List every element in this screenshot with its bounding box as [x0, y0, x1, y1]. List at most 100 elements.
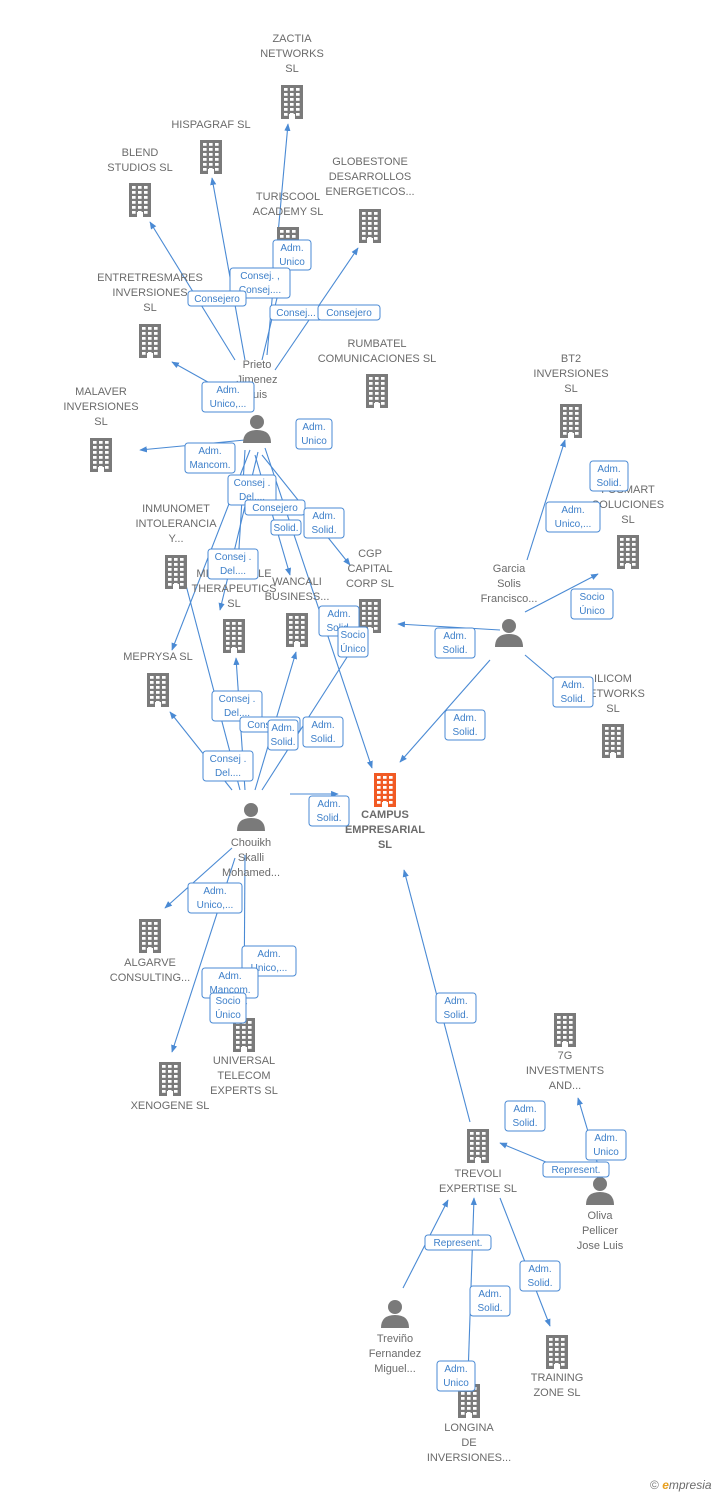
- relation-label-text: Adm.: [271, 723, 294, 734]
- company-node-xenogene[interactable]: XENOGENE SL: [131, 1062, 210, 1112]
- person-node-chouikh[interactable]: ChouikhSkalliMohamed...: [222, 803, 280, 879]
- company-node-ilicom[interactable]: ILICOM NETWORKS SL: [581, 673, 645, 758]
- relation-label-text: Solid.: [512, 1118, 537, 1129]
- node-label-line: Y...: [168, 533, 183, 545]
- building-icon: [554, 1013, 576, 1047]
- edge-24: [164, 847, 233, 909]
- node-label-line: CONSULTING...: [110, 972, 190, 984]
- company-node-meprysa[interactable]: MEPRYSA SL: [123, 651, 193, 707]
- relation-label-text: Solid.: [442, 645, 467, 656]
- building-icon: [602, 724, 624, 758]
- node-label-line: ILICOM: [594, 673, 632, 685]
- relation-label-text: Adm.: [198, 446, 221, 457]
- relation-label-text: Adm.: [513, 1104, 536, 1115]
- building-icon: [617, 535, 639, 569]
- relation-label: Adm.Unico,...: [201, 381, 255, 413]
- relation-label-text: Adm.: [561, 680, 584, 691]
- company-node-g7[interactable]: 7GINVESTMENTSAND...: [526, 1013, 604, 1092]
- company-node-algarve[interactable]: ALGARVECONSULTING...: [110, 919, 190, 984]
- node-label-line: SL: [564, 383, 577, 395]
- footer-brand[interactable]: © empresia: [650, 1478, 712, 1492]
- node-label-line: COMUNICACIONES SL: [318, 353, 437, 365]
- edge-13: [526, 439, 566, 561]
- node-label-line: Jose Luis: [577, 1240, 624, 1252]
- relation-label-text: Solid.: [527, 1278, 552, 1289]
- node-label-line: TURISCOOL: [256, 191, 320, 203]
- building-icon: [467, 1129, 489, 1163]
- person-icon: [586, 1177, 614, 1205]
- relation-label-text: Adm.: [478, 1289, 501, 1300]
- relation-label: Consej. ,Consej....: [229, 267, 291, 299]
- node-label-line: BUSINESS...: [265, 591, 330, 603]
- relation-label: Consej .Del....: [207, 548, 259, 580]
- node-label-line: MALAVER: [75, 386, 127, 398]
- node-label-line: WANCALI: [272, 576, 322, 588]
- company-node-fosmart[interactable]: FOSMARTSOLUCIONESSL: [592, 484, 664, 569]
- node-label-line: Oliva: [587, 1210, 613, 1222]
- relation-label-text: Solid.: [452, 727, 477, 738]
- relation-label-text: Adm.: [444, 1364, 467, 1375]
- company-node-longina[interactable]: LONGINADEINVERSIONES...: [427, 1384, 511, 1464]
- relation-label-text: Unico,...: [251, 963, 288, 974]
- relation-label-text: Adm.: [312, 511, 335, 522]
- node-label-line: NETWORKS: [581, 688, 645, 700]
- person-icon: [237, 803, 265, 831]
- building-icon: [139, 324, 161, 358]
- company-node-wancali[interactable]: WANCALI BUSINESS...: [265, 576, 330, 647]
- building-icon: [359, 599, 381, 633]
- building-icon: [560, 404, 582, 438]
- relation-label-text: Adm.: [302, 422, 325, 433]
- company-node-hispagraf[interactable]: HISPAGRAF SL: [171, 119, 251, 174]
- relation-label-text: Consej....: [239, 285, 281, 296]
- building-icon: [286, 613, 308, 647]
- person-node-trevino[interactable]: TreviñoFernandezMiguel...: [369, 1300, 422, 1375]
- building-icon: [281, 85, 303, 119]
- node-label-line: SL: [606, 703, 619, 715]
- node-label-line: INVERSIONES: [112, 287, 187, 299]
- relation-label-text: Del....: [215, 768, 241, 779]
- relation-label: Consej .Del....: [211, 690, 263, 722]
- node-label-line: ZONE SL: [533, 1387, 580, 1399]
- node-label-line: INTOLERANCIA: [135, 518, 217, 530]
- relation-label-text: Único: [215, 1008, 241, 1021]
- company-node-globestone[interactable]: GLOBESTONEDESARROLLOSENERGETICOS...: [325, 156, 415, 243]
- relation-label-text: Adm.: [311, 720, 334, 731]
- node-label-line: MEPRYSA SL: [123, 651, 193, 663]
- node-label-line: Miguel...: [374, 1363, 416, 1375]
- relation-label-text: Mancom.: [189, 460, 230, 471]
- node-label-line: INVERSIONES...: [427, 1452, 511, 1464]
- relation-label-text: Represent.: [552, 1165, 601, 1176]
- relation-label-text: Solid.: [477, 1303, 502, 1314]
- relation-label: Adm.Unico: [585, 1129, 627, 1161]
- brand-name: mpresia: [668, 1478, 712, 1492]
- company-node-inmunomet[interactable]: INMUNOMETINTOLERANCIAY...: [135, 503, 217, 589]
- relation-label: Adm. Mancom.: [184, 442, 236, 474]
- edge-9: [235, 449, 246, 566]
- node-label-line: Fernandez: [369, 1348, 422, 1360]
- relation-label-text: Adm.: [444, 996, 467, 1007]
- company-node-microviable[interactable]: MICROVIABLETHERAPEUTICSSL: [192, 568, 277, 653]
- person-node-garcia[interactable]: GarciaSolisFrancisco...: [481, 563, 538, 647]
- relation-label-text: Adm.: [280, 243, 303, 254]
- node-label-line: GLOBESTONE: [332, 156, 408, 168]
- node-label-line: LONGINA: [444, 1422, 494, 1434]
- relation-label-text: Adm.: [216, 385, 239, 396]
- person-icon: [495, 619, 523, 647]
- relation-label-text: Adm.: [561, 505, 584, 516]
- relation-label: Consej...: [269, 304, 323, 321]
